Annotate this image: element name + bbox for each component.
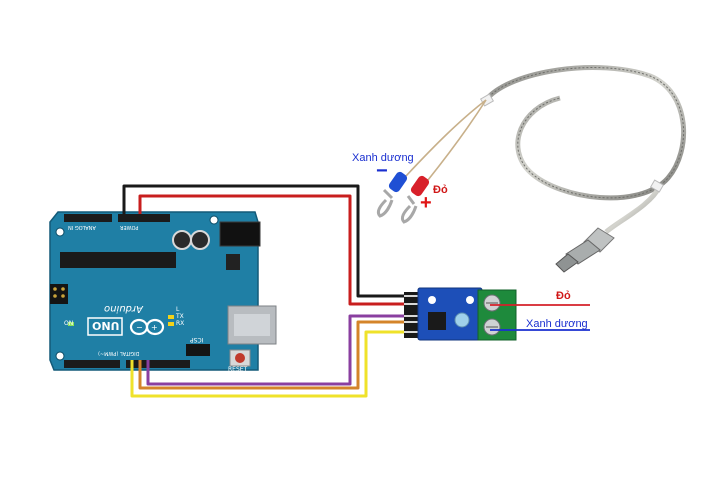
rx-label: RX — [176, 320, 185, 327]
wire-red-vcc — [138, 194, 412, 306]
svg-text:−: − — [136, 323, 143, 332]
probe-connector-positive — [400, 175, 430, 224]
atmega-chip — [60, 252, 176, 268]
capacitor — [172, 230, 192, 250]
label-negative-wire: Xanh dương — [352, 152, 414, 164]
digital-header-right — [126, 360, 190, 368]
mounting-hole — [428, 296, 436, 304]
max6675-chip — [428, 312, 446, 330]
thermocouple-probe — [479, 65, 687, 273]
negative-symbol: − — [376, 160, 388, 182]
probe-wire-positive — [427, 99, 487, 181]
digital-header-label: DIGITAL (PWM~) — [98, 350, 140, 356]
label-terminal-blue: Xanh dương — [526, 318, 588, 330]
led-rx — [168, 322, 174, 326]
svg-text:+: + — [151, 323, 158, 332]
on-label: ON — [64, 320, 74, 327]
wires — [122, 184, 412, 398]
reset-button — [235, 353, 245, 363]
led-on — [68, 322, 74, 326]
uno-model-text: UNO — [92, 319, 120, 332]
tx-label: TX — [176, 313, 184, 320]
mounting-hole — [55, 227, 65, 237]
mounting-hole — [55, 351, 65, 361]
voltage-regulator — [226, 254, 240, 270]
icsp-header-right — [186, 344, 210, 356]
digital-header-left — [64, 360, 120, 368]
mounting-hole — [466, 296, 474, 304]
arduino-uno-board: − + — [49, 211, 277, 371]
l-label: L — [176, 306, 180, 313]
wire-orange-cs — [138, 320, 412, 390]
arduino-brand-text: Arduino — [104, 303, 143, 314]
probe-wire-negative — [405, 99, 487, 177]
wire-purple-sck — [146, 314, 412, 386]
capacitor — [190, 230, 210, 250]
analog-header-label: ANALOG IN — [68, 224, 96, 230]
arduino-logo-icon — [129, 318, 165, 336]
uno-logo-box — [87, 317, 123, 336]
mounting-hole — [209, 215, 219, 225]
power-jack — [219, 221, 261, 247]
icsp-label: ICSP — [190, 336, 204, 343]
module-pcb — [417, 287, 483, 341]
positive-symbol: + — [420, 192, 432, 214]
icsp-header-left — [50, 284, 68, 304]
probe-connector-negative — [376, 171, 408, 218]
power-header — [118, 214, 170, 222]
reset-label: RESET — [228, 366, 248, 373]
module-led — [454, 312, 470, 328]
wire-yellow-so — [130, 330, 412, 398]
label-positive-wire: Đỏ — [433, 184, 448, 196]
power-header-label: POWER — [120, 224, 139, 230]
wire-black-gnd — [122, 184, 412, 298]
analog-header — [64, 214, 112, 222]
label-terminal-red: Đỏ — [556, 290, 571, 302]
led-tx — [168, 315, 174, 319]
max6675-module — [404, 287, 517, 341]
